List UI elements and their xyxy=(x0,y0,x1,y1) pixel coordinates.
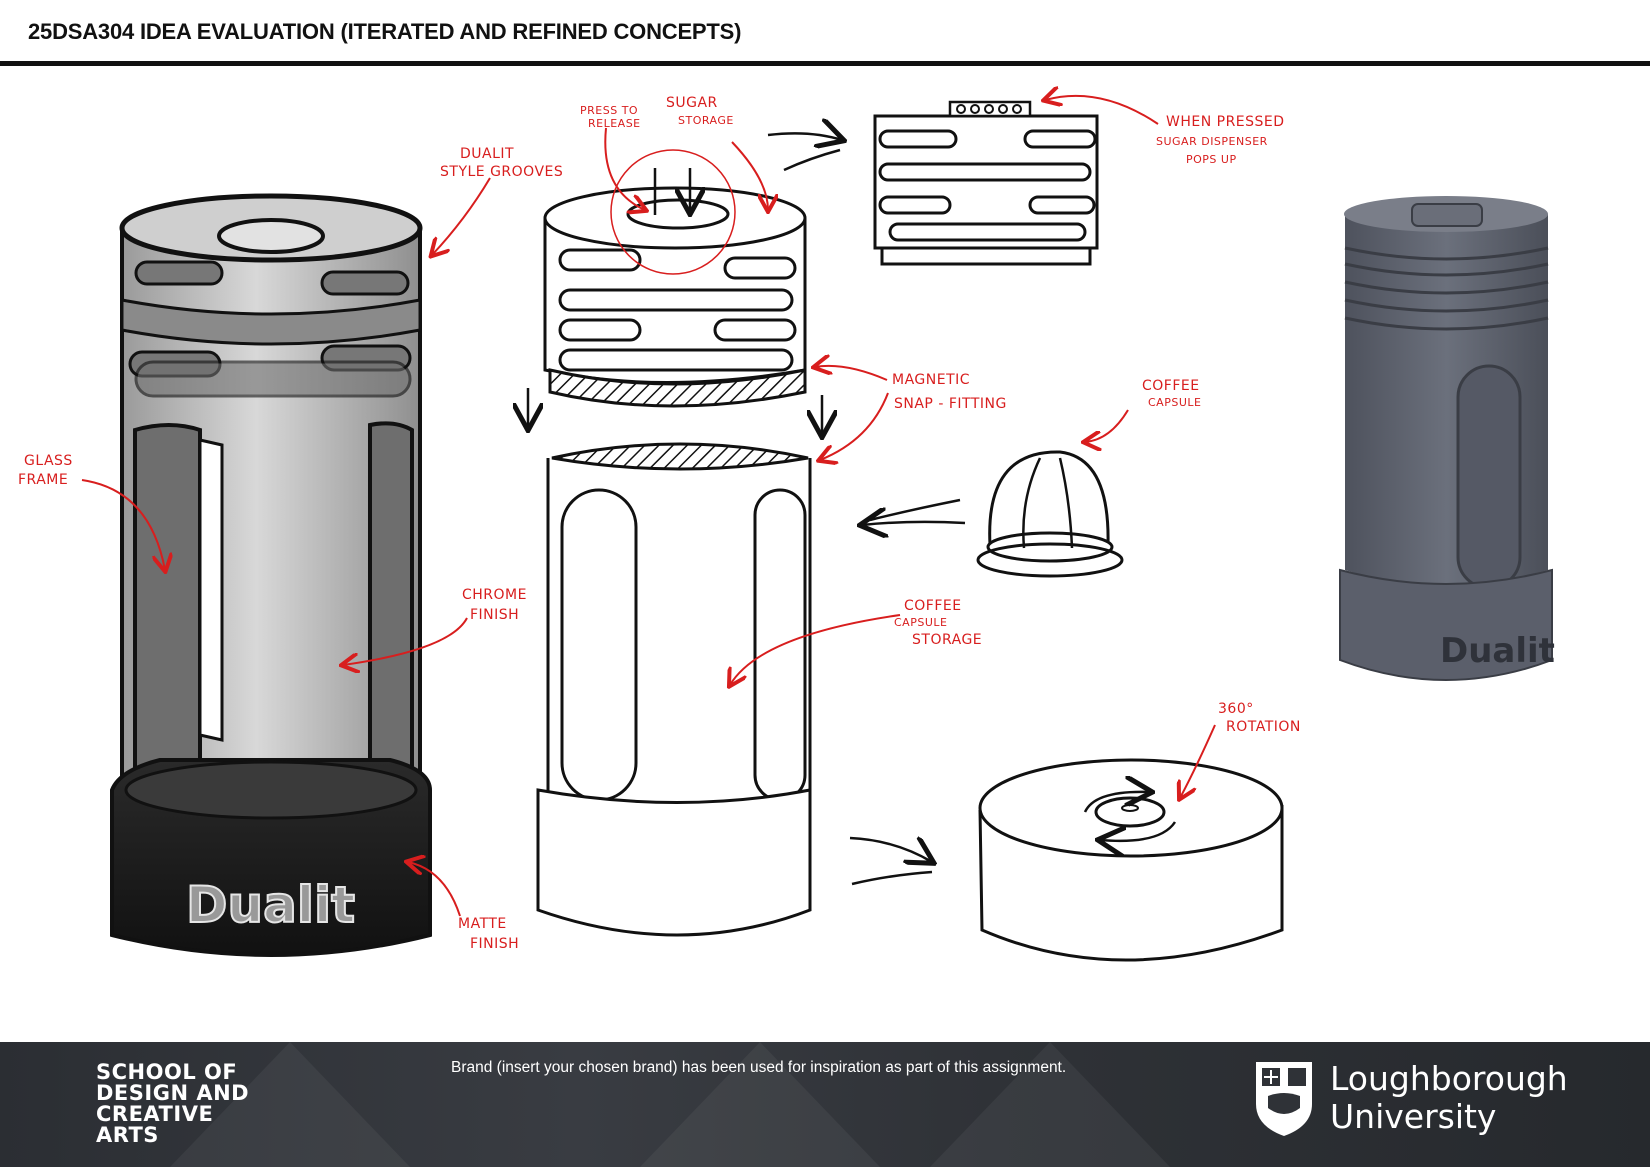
dualit-logo-render: Dualit xyxy=(1440,631,1555,671)
note-chrome-finish-2: FINISH xyxy=(470,607,519,623)
page-title: 25DSA304 IDEA EVALUATION (ITERATED AND R… xyxy=(28,19,742,44)
coffee-capsule-sketch xyxy=(862,450,1124,578)
note-coffee-capsule-1: COFFEE xyxy=(1142,378,1200,394)
school-name: SCHOOL OF DESIGN AND CREATIVE ARTS xyxy=(96,1062,249,1146)
school-line: DESIGN AND xyxy=(96,1081,250,1105)
footer-decor-shape xyxy=(930,1042,1170,1167)
note-press-to-release-2: RELEASE xyxy=(588,117,641,130)
note-magnetic-1: MAGNETIC xyxy=(892,372,970,388)
footer-decor-shape xyxy=(640,1042,880,1167)
note-press-to-release-1: PRESS TO xyxy=(580,104,638,117)
university-name: Loughborough University xyxy=(1330,1060,1568,1136)
school-line: SCHOOL OF xyxy=(96,1060,238,1084)
note-sugar-storage-2: STORAGE xyxy=(678,114,734,127)
school-line: CREATIVE xyxy=(96,1102,214,1126)
note-when-pressed-3: POPS UP xyxy=(1186,153,1237,166)
page-header: 25DSA304 IDEA EVALUATION (ITERATED AND R… xyxy=(0,0,1650,66)
chrome-glass-concept-sketch: Dualit xyxy=(110,193,432,957)
note-rotation-1: 360° xyxy=(1218,701,1254,717)
university-crest-icon xyxy=(1256,1062,1312,1136)
note-capsule-storage-1: COFFEE xyxy=(904,598,962,614)
university-line: University xyxy=(1330,1097,1497,1136)
sketch-canvas: Dualit xyxy=(0,66,1650,1042)
note-chrome-finish-1: CHROME xyxy=(462,587,527,603)
footer-decor-shape xyxy=(170,1042,410,1167)
university-line: Loughborough xyxy=(1330,1059,1568,1098)
note-capsule-storage-2: CAPSULE xyxy=(894,616,947,629)
school-line: ARTS xyxy=(96,1123,159,1147)
note-matte-finish-2: FINISH xyxy=(470,936,519,952)
dualit-logo-chrome: Dualit xyxy=(186,876,355,934)
note-sugar-storage-1: SUGAR xyxy=(666,95,718,111)
page-footer: SCHOOL OF DESIGN AND CREATIVE ARTS Brand… xyxy=(0,1042,1650,1167)
note-glass-frame-1: GLASS xyxy=(24,453,73,469)
note-dualit-grooves-2: STYLE GROOVES xyxy=(440,164,563,180)
brand-disclaimer: Brand (insert your chosen brand) has bee… xyxy=(451,1059,1067,1076)
note-matte-finish-1: MATTE xyxy=(458,916,507,932)
exploded-concept-sketch xyxy=(528,168,822,937)
annotations: DUALIT STYLE GROOVES PRESS TO RELEASE SU… xyxy=(18,95,1301,952)
note-when-pressed-2: SUGAR DISPENSER xyxy=(1156,135,1268,148)
note-when-pressed-1: WHEN PRESSED xyxy=(1166,114,1285,130)
note-glass-frame-2: FRAME xyxy=(18,472,68,488)
note-dualit-grooves-1: DUALIT xyxy=(460,146,514,162)
note-capsule-storage-3: STORAGE xyxy=(912,632,982,648)
note-magnetic-2: SNAP - FITTING xyxy=(894,396,1007,412)
sugar-dispenser-detail-sketch xyxy=(767,100,1099,266)
note-coffee-capsule-2: CAPSULE xyxy=(1148,396,1201,409)
rotating-base-sketch xyxy=(849,758,1284,962)
dualit-3d-render: Dualit xyxy=(1339,196,1555,681)
note-rotation-2: ROTATION xyxy=(1226,719,1301,735)
